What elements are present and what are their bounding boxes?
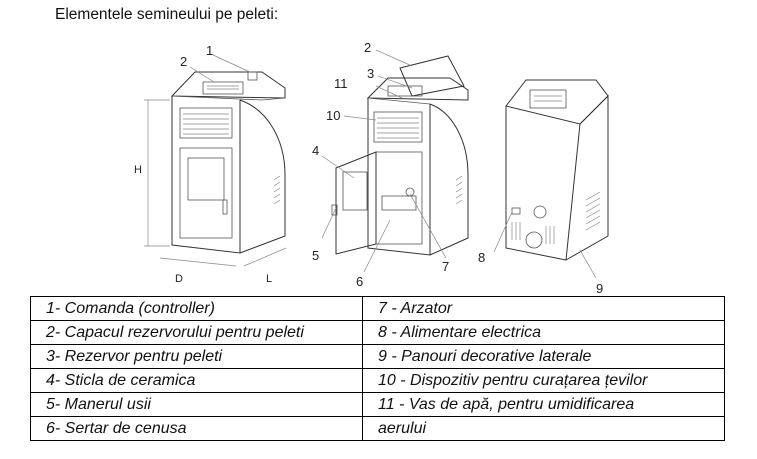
dimension-label-h: H [134,164,142,176]
legend-cell-left: 3- Rezervor pentru peleti [30,344,363,369]
callout-10: 10 [326,108,340,123]
legend-cell-left: 6- Sertar de cenusa [30,416,363,441]
callout-4: 4 [312,143,319,158]
stove-diagram: H D L 1 2 [134,40,609,296]
callout-2: 2 [180,54,187,69]
legend-cell-right: 11 - Vas de apă, pentru umidificarea [362,392,725,417]
callout-5: 5 [312,248,319,263]
dimension-label-d: D [175,273,183,285]
stove-front-view: H D L 1 2 [134,43,287,285]
callout-11: 11 [334,76,348,91]
stove-rear-view: 8 9 [478,79,609,296]
callout-6: 6 [356,274,363,289]
callout-7: 7 [442,259,449,274]
page-title: Elementele semineului pe peleti: [55,6,279,23]
legend-cell-right: 7 - Arzator [362,296,725,321]
callout-1: 1 [206,43,213,58]
legend-cell-left: 1- Comanda (controller) [30,296,363,321]
callout-9: 9 [596,281,603,296]
callout-3: 3 [367,66,374,81]
legend-cell-right: 9 - Panouri decorative laterale [362,344,725,369]
legend-cell-left: 2- Capacul rezervorului pentru peleti [30,320,363,345]
dimension-label-l: L [266,273,272,285]
legend-cell-right: 10 - Dispozitiv pentru curațarea țevilor [362,368,725,393]
legend-cell-right: aerului [362,416,725,441]
callout-8: 8 [478,250,485,265]
legend-cell-left: 5- Manerul usii [30,392,363,417]
legend-row: 1- Comanda (controller)7 - Arzator [30,296,725,321]
stove-open-view: 2 3 11 10 4 5 6 7 [312,40,469,289]
legend-cell-right: 8 - Alimentare electrica [362,320,725,345]
legend-cell-left: 4- Sticla de ceramica [30,368,363,393]
callout-2-lid: 2 [364,40,371,55]
